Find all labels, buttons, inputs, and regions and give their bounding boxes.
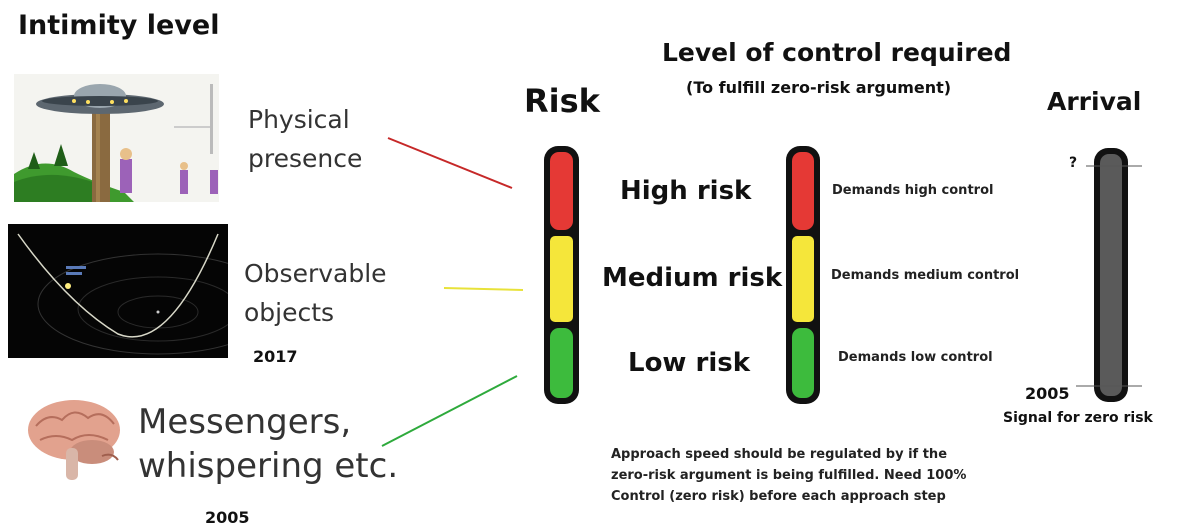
high-risk-label: High risk: [620, 176, 752, 206]
arrival-caption: Signal for zero risk: [1003, 410, 1153, 426]
risk-bar-low-segment: [550, 328, 573, 398]
physical-presence-label: Physical presence: [248, 100, 362, 178]
messengers-connector-line: [381, 375, 518, 447]
intimity-level-heading: Intimity level: [18, 10, 220, 41]
messengers-year: 2005: [205, 508, 250, 527]
observable-objects-line1: Observable: [244, 259, 387, 288]
control-bar-high-segment: [792, 152, 814, 230]
physical-presence-line1: Physical: [248, 105, 350, 134]
control-bar-medium-segment: [792, 236, 814, 322]
physical-connector-line: [387, 137, 513, 189]
risk-bar: [544, 146, 579, 404]
approach-note: Approach speed should be regulated by if…: [611, 444, 966, 507]
approach-note-line1: Approach speed should be regulated by if…: [611, 447, 948, 462]
control-subheading: (To fulfill zero-risk argument): [686, 78, 952, 97]
ufo-scene-image: [14, 74, 219, 202]
risk-bar-high-segment: [550, 152, 573, 230]
observable-connector-line: [443, 287, 524, 291]
messengers-label: Messengers, whispering etc.: [138, 400, 398, 488]
brain-image: [22, 390, 132, 490]
approach-note-line2: zero-risk argument is being fulfilled. N…: [611, 468, 967, 483]
observable-objects-year: 2017: [253, 347, 298, 366]
arrival-unknown-marker: ?: [1069, 155, 1078, 171]
observable-objects-label: Observable objects: [244, 254, 387, 332]
messengers-line2: whispering etc.: [138, 446, 399, 486]
control-bar-low-segment: [792, 328, 814, 398]
risk-bar-medium-segment: [550, 236, 573, 322]
low-control-label: Demands low control: [838, 350, 993, 365]
low-risk-label: Low risk: [628, 348, 751, 378]
physical-presence-line2: presence: [248, 144, 363, 173]
arrival-year-marker: 2005: [1025, 384, 1070, 403]
arrival-bar: [1076, 148, 1142, 402]
control-heading: Level of control required: [662, 38, 1012, 67]
observable-objects-line2: objects: [244, 298, 335, 327]
approach-note-line3: Control (zero risk) before each approach…: [611, 489, 946, 504]
medium-risk-label: Medium risk: [602, 263, 783, 293]
risk-heading: Risk: [524, 82, 600, 120]
control-bar: [786, 146, 820, 404]
medium-control-label: Demands medium control: [831, 268, 1020, 283]
arrival-bar-fill: [1100, 154, 1122, 396]
orbit-trajectory-image: [8, 224, 228, 358]
high-control-label: Demands high control: [832, 183, 994, 198]
messengers-line1: Messengers,: [138, 402, 352, 442]
arrival-heading: Arrival: [1047, 87, 1142, 116]
